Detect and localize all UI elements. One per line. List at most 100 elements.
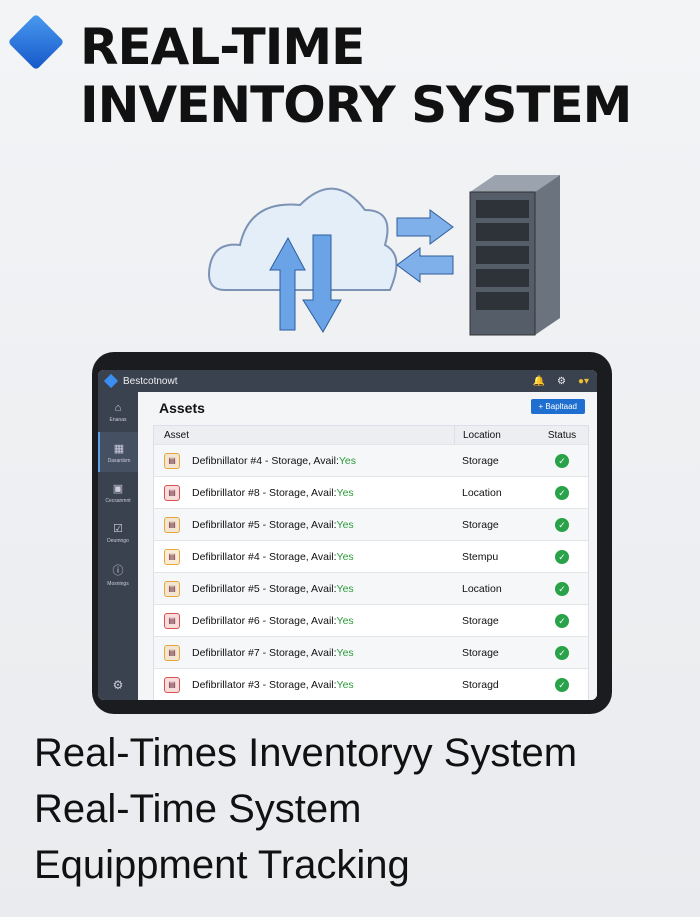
asset-name: Defibrillator #5 - Storage, Avail:: [192, 582, 337, 595]
asset-cell: ▤ Defibrillator #5 - Storage, Avail: Yes: [154, 516, 454, 533]
check-circle-icon: ✓: [555, 453, 569, 468]
location-cell: Storage: [462, 454, 499, 467]
sidebar-label: Dasardsm: [107, 458, 131, 464]
availability: Yes: [336, 582, 354, 595]
location-cell: Storagd: [462, 678, 499, 691]
availability: Yes: [336, 678, 354, 691]
column-location[interactable]: Location: [454, 426, 536, 444]
assets-heading: Assets: [159, 400, 205, 416]
title-line-1: REAL-TIME: [80, 18, 365, 76]
column-status[interactable]: Status: [547, 429, 577, 441]
check-circle-icon: ✓: [555, 517, 569, 532]
sidebar-item-check[interactable]: ☑ Deumngo: [98, 512, 138, 552]
table-row[interactable]: ▤ Defibrillator #6 - Storage, Avail: Yes S…: [154, 604, 588, 636]
cloud-icon: [208, 187, 398, 291]
asset-cell: ▤ Defibrillator #7 - Storage, Avail: Yes: [154, 644, 454, 661]
column-asset[interactable]: Asset: [164, 429, 190, 441]
availability: Yes: [336, 550, 354, 563]
sidebar-label: Enanas: [109, 417, 127, 423]
location-cell: Location: [462, 486, 502, 499]
availability: Yes: [336, 614, 354, 627]
check-icon: ☑: [113, 523, 123, 535]
cloud-server-illustration: [208, 175, 560, 336]
location-cell: Storage: [462, 614, 499, 627]
main-content: Assets + Bapltaad Asset Location Status …: [138, 392, 597, 700]
status-cell: ✓: [536, 485, 588, 500]
asset-cell: ▤Defibrillator #5 - Storage, Avail: Yes: [154, 580, 454, 597]
device-icon: ▤: [164, 676, 180, 693]
tablet-device: Bestcotnowt 🔔 ⚙ ●▾ ⌂ Enanas ▦ Dasardsm ▣ Ce…: [92, 352, 612, 714]
status-cell: ✓: [536, 613, 588, 628]
location-cell: Storage: [462, 646, 499, 659]
settings-icon[interactable]: ⚙: [112, 678, 124, 692]
sidebar-item-home[interactable]: ⌂ Enanas: [98, 392, 138, 432]
assets-table: Asset Location Status ▤Defibnillator #4 …: [153, 425, 589, 700]
availability: Yes: [336, 646, 354, 659]
asset-cell: ▤ Defibrillator #6 - Storage, Avail: Yes: [154, 612, 454, 629]
sidebar-label: Deumngo: [107, 538, 129, 544]
table-row[interactable]: ▤ Defibrillator #4 - Storage, Avail: Yes S…: [154, 540, 588, 572]
device-icon: ▤: [164, 612, 180, 629]
asset-name: Defibnillator #4 - Storage, Avail:: [192, 454, 339, 467]
sidebar-item-cards[interactable]: ▣ Cecsanmnt: [98, 472, 138, 512]
diamond-logo-icon: [7, 13, 65, 71]
table-row[interactable]: ▤ Defibrillator #5 - Storage, Avail: Yes S…: [154, 508, 588, 540]
status-cell: ✓: [536, 581, 588, 596]
upload-arrow-icon: [269, 236, 306, 331]
device-icon: ▤: [164, 516, 180, 533]
info-icon: ⓘ: [112, 565, 124, 577]
gear-icon[interactable]: ⚙: [556, 375, 566, 387]
title-line-2: INVENTORY SYSTEM: [80, 76, 632, 134]
location-cell: Stempu: [462, 550, 499, 563]
asset-cell: ▤Defibrillator #8 - Storage, Avail: Yes: [154, 484, 454, 501]
status-cell: ✓: [536, 677, 588, 692]
location-cell: Storage: [462, 518, 499, 531]
sidebar-label: Cecsanmnt: [105, 498, 131, 504]
asset-name: Defibrillator #4 - Storage, Avail:: [192, 550, 337, 563]
asset-cell: ▤ Defibrillator #4 - Storage, Avail: Yes: [154, 548, 454, 565]
table-row[interactable]: ▤Defibrillator #8 - Storage, Avail: Yes L…: [154, 476, 588, 508]
table-row[interactable]: ▤ Defibrillator #7 - Storage, Avail: Yes S…: [154, 636, 588, 668]
check-circle-icon: ✓: [555, 485, 569, 500]
asset-cell: ▤Defibrillator #3 - Storage, Avail: Yes: [154, 676, 454, 693]
sidebar-label: Mosnings: [107, 581, 129, 587]
grid-icon: ▦: [113, 443, 125, 455]
avatar[interactable]: ●▾: [577, 375, 589, 387]
table-header: Asset Location Status: [154, 426, 588, 444]
sidebar-item-dashboard[interactable]: ▦ Dasardsm: [98, 432, 138, 472]
device-icon: ▤: [164, 644, 180, 661]
app-screen: Bestcotnowt 🔔 ⚙ ●▾ ⌂ Enanas ▦ Dasardsm ▣ Ce…: [98, 370, 597, 700]
device-icon: ▤: [164, 548, 180, 565]
asset-name: Defibrillator #6 - Storage, Avail:: [192, 614, 337, 627]
status-cell: ✓: [536, 645, 588, 660]
check-circle-icon: ✓: [555, 645, 569, 660]
caption-3: Equippment Tracking: [34, 843, 410, 887]
asset-name: Defibrillator #5 - Storage, Avail:: [192, 518, 337, 531]
table-row[interactable]: ▤Defibnillator #4 - Storage, Avail: Yes S…: [154, 444, 588, 476]
page-title: REAL-TIME INVENTORY SYSTEM: [80, 18, 632, 134]
check-circle-icon: ✓: [555, 581, 569, 596]
status-cell: ✓: [536, 517, 588, 532]
caption-2: Real-Time System: [34, 787, 362, 831]
bell-icon[interactable]: 🔔: [532, 375, 545, 387]
captions: Real-Times Inventoryy System Real-Time S…: [34, 725, 577, 893]
availability: Yes: [336, 486, 354, 499]
left-arrow-icon: [396, 247, 454, 283]
download-arrow-icon: [302, 234, 342, 333]
availability: Yes: [336, 518, 354, 531]
asset-name: Defibrillator #7 - Storage, Avail:: [192, 646, 337, 659]
table-row[interactable]: ▤Defibrillator #3 - Storage, Avail: Yes S…: [154, 668, 588, 700]
app-name: Bestcotnowt: [123, 375, 178, 387]
check-circle-icon: ✓: [555, 677, 569, 692]
caption-1: Real-Times Inventoryy System: [34, 731, 578, 775]
check-circle-icon: ✓: [555, 613, 569, 628]
device-icon: ▤: [164, 484, 180, 501]
app-top-bar: Bestcotnowt 🔔 ⚙ ●▾: [98, 370, 597, 392]
card-icon: ▣: [112, 483, 124, 495]
home-icon: ⌂: [114, 402, 122, 414]
add-asset-button[interactable]: + Bapltaad: [530, 399, 585, 414]
asset-cell: ▤Defibnillator #4 - Storage, Avail: Yes: [154, 452, 454, 469]
